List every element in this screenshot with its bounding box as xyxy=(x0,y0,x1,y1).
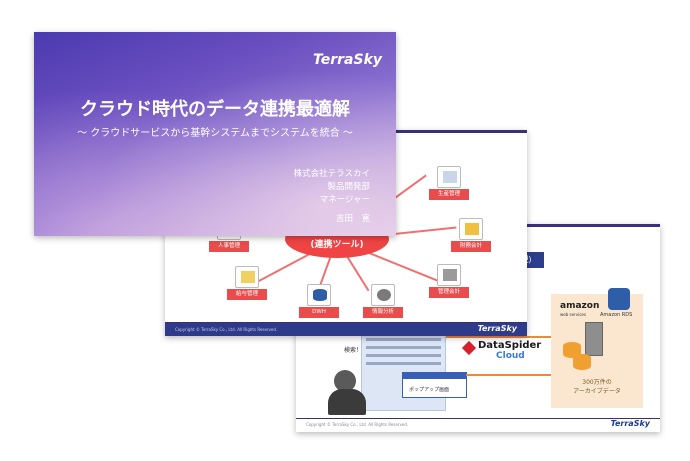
aws-box: amazon web services 300万件の アーカイブデータ xyxy=(551,294,643,408)
calculator-icon xyxy=(437,264,461,286)
hub-label: (連携ツール) xyxy=(310,240,364,250)
presenter-name: 吉田 寛 xyxy=(335,214,370,224)
presenter-info: 株式会社テラスカイ 製品開発部 マネージャー 吉田 寛 xyxy=(294,168,370,226)
slide-footer: Copyright © TerraSky Co., Ltd. All Right… xyxy=(165,322,527,336)
node-label: 財務会計 xyxy=(451,241,491,252)
company-name: 株式会社テラスカイ xyxy=(293,169,370,179)
data-flow-arrow xyxy=(446,336,551,338)
magnifier-icon xyxy=(371,284,395,306)
copyright-text: Copyright © TerraSky Co., Ltd. All Right… xyxy=(175,327,278,332)
screen-bar xyxy=(366,346,441,349)
database-icon xyxy=(307,284,331,306)
node-production: 生産管理 xyxy=(429,166,469,202)
person-icon xyxy=(334,370,356,392)
terrasky-logo: TerraSky xyxy=(477,324,517,333)
slide-title: TerraSky クラウド時代のデータ連携最適解 ～ クラウドサービスから基幹シ… xyxy=(34,32,396,236)
dataspider-cloud-label: Cloud xyxy=(496,351,525,361)
payroll-icon xyxy=(235,266,259,288)
node-label: 情報分析 xyxy=(363,307,403,318)
factory-icon xyxy=(437,166,461,188)
app-screen-image xyxy=(361,329,446,411)
node-label: 給与管理 xyxy=(227,289,267,300)
screen-bar xyxy=(366,354,441,357)
terrasky-logo: TerraSky xyxy=(312,52,382,68)
popup-window: ポップアップ画面 xyxy=(402,372,467,398)
slide-subtitle: ～ クラウドサービスから基幹システムまでシステムを統合 ～ xyxy=(77,128,353,139)
node-label: 人事管理 xyxy=(209,241,249,252)
slide-footer: Copyright © TerraSky Co., Ltd. All Right… xyxy=(296,418,660,432)
archive-caption: 300万件の アーカイブデータ xyxy=(551,378,643,396)
archive-line-1: 300万件の xyxy=(582,379,612,386)
archive-line-2: アーカイブデータ xyxy=(573,388,621,395)
node-management-accounting: 管理会計 xyxy=(429,264,469,300)
amazon-rds-label: Amazon RDS xyxy=(600,312,633,318)
node-label: 管理会計 xyxy=(429,287,469,298)
data-flow-arrow xyxy=(466,374,551,376)
popup-header xyxy=(403,373,466,379)
popup-label: ポップアップ画面 xyxy=(409,387,450,393)
node-dwh: DWH xyxy=(299,284,339,320)
server-icon xyxy=(585,322,603,356)
node-financial-accounting: 財務会計 xyxy=(451,218,491,254)
database-icon xyxy=(573,354,591,370)
screen-bar xyxy=(366,362,441,365)
person-body-icon xyxy=(328,389,366,415)
department-name: 製品開発部 xyxy=(327,182,370,192)
amazon-rds-icon xyxy=(608,288,630,310)
node-payroll: 給与管理 xyxy=(227,266,267,302)
presenter-role: マネージャー xyxy=(319,195,370,205)
money-icon xyxy=(459,218,483,240)
node-label: 生産管理 xyxy=(429,189,469,200)
dataspider-logo: DataSpider Cloud xyxy=(464,340,541,361)
node-label: DWH xyxy=(299,307,339,318)
amazon-label: amazon xyxy=(560,301,600,311)
terrasky-logo: TerraSky xyxy=(610,419,650,428)
dataspider-label: DataSpider xyxy=(478,340,542,351)
amazon-sub-label: web services xyxy=(560,312,586,317)
slide-title-text: クラウド時代のデータ連携最適解 xyxy=(80,99,350,120)
screen-bar xyxy=(366,338,441,341)
copyright-text: Copyright © TerraSky Co., Ltd. All Right… xyxy=(306,422,409,427)
node-analytics: 情報分析 xyxy=(363,284,403,320)
sky-background xyxy=(34,32,396,236)
search-callout: 検索！ xyxy=(344,347,363,354)
